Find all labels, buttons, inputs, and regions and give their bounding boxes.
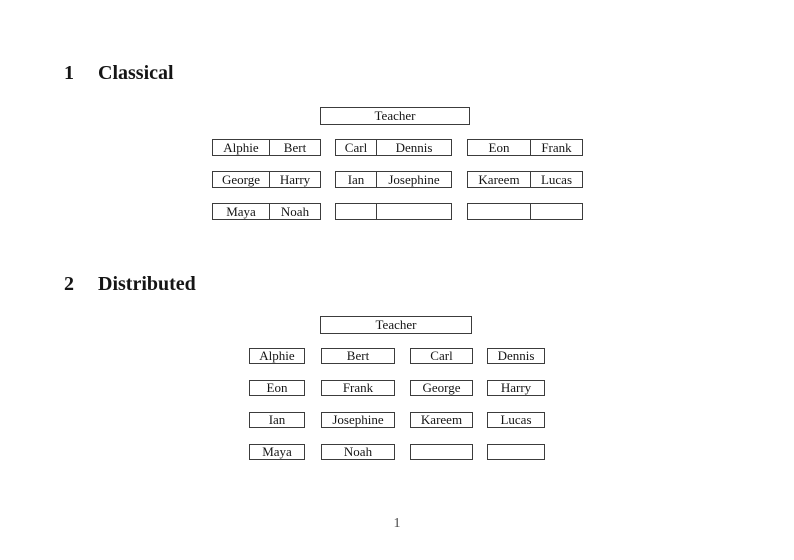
desk-pair: George Harry [212,171,321,188]
desk-pair: Kareem Lucas [467,171,583,188]
desk-cell: Carl [336,140,377,155]
seat-box: Frank [321,380,395,396]
seat-box: Harry [487,380,545,396]
classical-teacher-box: Teacher [320,107,470,125]
desk-cell: Josephine [388,172,440,187]
desk-cell [336,204,377,219]
desk-cell [377,204,451,219]
desk-cell: Ian [336,172,377,187]
seat-box: Maya [249,444,305,460]
seat-box: Bert [321,348,395,364]
desk-cell: Lucas [540,172,573,187]
seat-box: George [410,380,473,396]
seat-box: Josephine [321,412,395,428]
desk-cell [531,204,582,219]
page-number: 1 [393,516,401,531]
desk-cell: Eon [468,140,531,155]
desk-cell: Noah [280,204,310,219]
section-1-number: 1 [64,62,74,84]
desk-cell: Dennis [395,140,433,155]
desk-pair: Ian Josephine [335,171,452,188]
seat-box: Alphie [249,348,305,364]
desk-cell: Frank [541,140,572,155]
desk-pair: Alphie Bert [212,139,321,156]
distributed-teacher-box: Teacher [320,316,472,334]
seat-box: Lucas [487,412,545,428]
desk-cell [468,204,531,219]
desk-cell: George [213,172,270,187]
seat-box: Eon [249,380,305,396]
section-2-number: 2 [64,273,74,295]
section-2-title: Distributed [98,273,196,295]
seat-box-empty [487,444,545,460]
desk-pair: Carl Dennis [335,139,452,156]
seat-box-empty [410,444,473,460]
desk-cell: Alphie [213,140,270,155]
desk-pair: Eon Frank [467,139,583,156]
desk-cell: Harry [279,172,311,187]
seat-box: Carl [410,348,473,364]
desk-pair: Maya Noah [212,203,321,220]
desk-pair-empty [467,203,583,220]
seat-box: Dennis [487,348,545,364]
desk-cell: Kareem [468,172,531,187]
desk-cell: Bert [283,140,307,155]
desk-pair-empty [335,203,452,220]
section-1-title: Classical [98,62,174,84]
seat-box: Noah [321,444,395,460]
seat-box: Ian [249,412,305,428]
seat-box: Kareem [410,412,473,428]
desk-cell: Maya [213,204,270,219]
